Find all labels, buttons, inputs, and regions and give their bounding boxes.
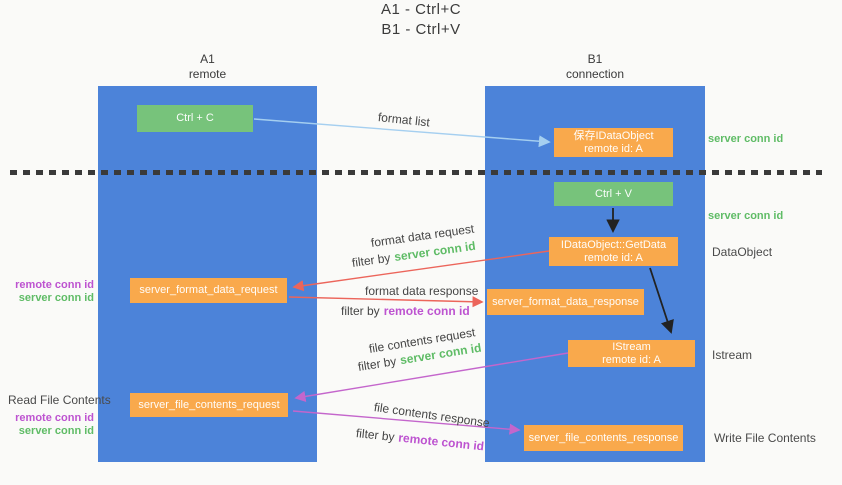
node-idataobject-getdata: IDataObject::GetData remote id: A (549, 237, 678, 266)
save-idataobject-line1: 保存IDataObject (573, 129, 654, 142)
node-server-format-data-request: server_format_data_request (130, 278, 287, 303)
node-ctrl-v: Ctrl + V (554, 182, 673, 206)
label-server-conn-id-left-1: server conn id (18, 292, 94, 304)
label-file-contents-response: file contents response (373, 400, 491, 431)
format-response-label: server_format_data_response (492, 295, 639, 308)
a1-name: A1 (200, 52, 215, 66)
filter-by-text: filter by (356, 354, 398, 374)
label-format-data-response: format data response (365, 284, 479, 298)
column-header-b1: B1 connection (485, 52, 705, 82)
filter-by-text: filter by (341, 304, 380, 318)
node-server-file-contents-response: server_file_contents_response (524, 425, 683, 451)
save-idataobject-line2: remote id: A (584, 142, 643, 155)
label-server-conn-id-right-1: server conn id (708, 133, 784, 145)
label-read-file-contents: Read File Contents (8, 393, 111, 407)
node-istream: IStream remote id: A (568, 340, 695, 367)
file-request-label: server_file_contents_request (138, 398, 280, 411)
label-istream-side: Istream (712, 348, 753, 362)
label-server-conn-id-left-2: server conn id (18, 425, 94, 437)
title-line-2: B1 - Ctrl+V (381, 21, 461, 38)
title-line-1: A1 - Ctrl+C (380, 1, 462, 18)
ctrl-v-label: Ctrl + V (595, 187, 632, 200)
filter-by-text: filter by (355, 426, 396, 445)
label-write-file-contents: Write File Contents (714, 431, 816, 445)
remote-conn-id-keyword: remote conn id (397, 430, 485, 454)
ctrl-c-label: Ctrl + C (176, 112, 214, 124)
b1-name: B1 (587, 52, 603, 66)
label-server-conn-id-right-2: server conn id (708, 210, 784, 222)
getdata-line2: remote id: A (584, 251, 643, 264)
phase-divider-dotted-line (10, 170, 822, 175)
a1-subtitle: remote (188, 67, 227, 81)
istream-line1: IStream (612, 340, 651, 353)
label-format-list: format list (377, 110, 431, 130)
node-server-file-contents-request: server_file_contents_request (130, 393, 288, 417)
label-remote-conn-id-left-2: remote conn id (15, 412, 94, 424)
getdata-line1: IDataObject::GetData (560, 238, 667, 251)
istream-line2: remote id: A (602, 353, 661, 366)
label-remote-conn-id-left-1: remote conn id (15, 279, 94, 291)
file-response-label: server_file_contents_response (528, 431, 679, 444)
label-dataobject: DataObject (712, 245, 773, 259)
diagram-title: A1 - Ctrl+C B1 - Ctrl+V (0, 0, 842, 40)
node-server-format-data-response: server_format_data_response (487, 289, 644, 315)
column-header-a1: A1 remote (98, 52, 317, 82)
node-save-idataobject: 保存IDataObject remote id: A (554, 128, 673, 157)
format-request-label: server_format_data_request (139, 284, 278, 296)
node-ctrl-c: Ctrl + C (137, 105, 253, 132)
b1-subtitle: connection (565, 67, 625, 81)
filter-by-text: filter by (351, 250, 392, 270)
remote-conn-id-keyword: remote conn id (383, 304, 470, 318)
